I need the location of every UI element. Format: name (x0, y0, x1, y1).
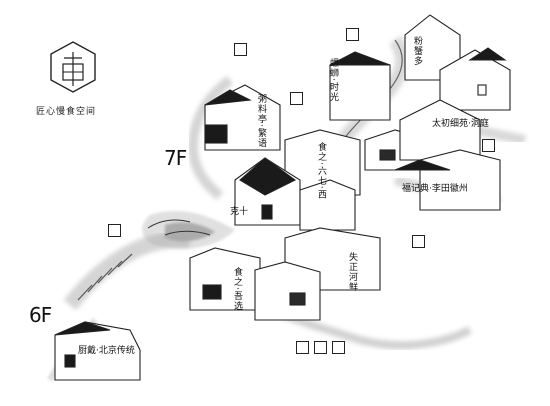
place-label-zhouliaoting-fanyu: 粥料亭·繁语 (256, 94, 266, 148)
bridge (147, 219, 211, 236)
building-right-middle (394, 99, 501, 211)
place-label-fujidian-huizhou: 福记典·李田徽州 (402, 184, 468, 194)
escalator-icon (412, 235, 425, 248)
place-label-shizheng-hexian: 失正河鲜 (347, 252, 357, 292)
escalator-icon (234, 43, 247, 56)
place-label-taichu-dongting: 太初细苑·洞庭 (432, 119, 489, 129)
place-label-fenxieduo: 粉蟹多 (412, 36, 422, 66)
place-label-chudai-beijing: 厨戴·北京传统 (78, 346, 135, 356)
floor-label-7f: 7F (164, 146, 187, 170)
place-label-keshi: 克十 (230, 207, 249, 217)
escalator-icon (290, 92, 303, 105)
building-top-right (329, 14, 511, 121)
building-mid-left (204, 84, 431, 196)
escalator-icon (482, 139, 495, 152)
place-label-luosi-shiguang: 螺蛳·时光 (328, 58, 338, 102)
female-restroom-icon (314, 341, 327, 354)
building-center (234, 157, 356, 231)
brand-tagline: 匠心慢食空间 (36, 107, 97, 117)
male-restroom-icon (296, 341, 309, 354)
escalator-icon (108, 224, 121, 237)
place-label-shizhi-wuxuan: 食之·吾选 (232, 267, 242, 311)
building-bottom-left (54, 321, 141, 381)
lantern-logo (50, 41, 96, 93)
building-lower-middle (189, 227, 381, 321)
accessible-icon (332, 341, 345, 354)
floor-label-6f: 6F (29, 303, 52, 327)
restroom-icon (346, 28, 359, 41)
place-label-shizhi-liuqi-xi: 食之·六七·西 (316, 142, 326, 200)
